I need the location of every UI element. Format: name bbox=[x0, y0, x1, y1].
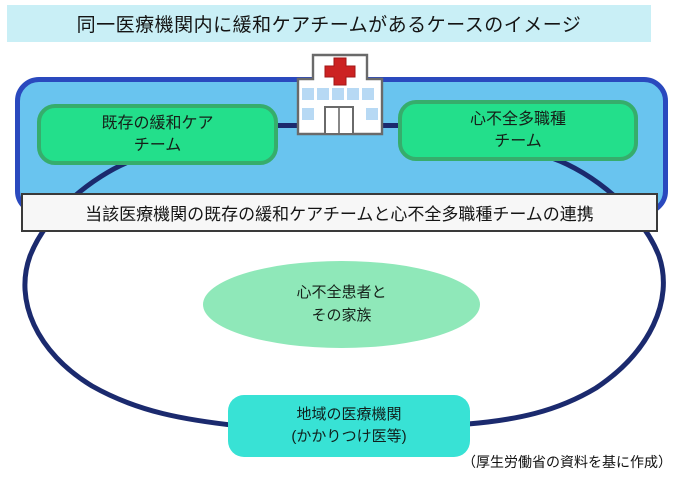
hospital-door bbox=[324, 106, 354, 135]
regional-institutions-box: 地域の医療機関 (かかりつけ医等) bbox=[228, 395, 470, 457]
palliative-care-team-label-line1: 既存の緩和ケア bbox=[101, 114, 214, 132]
hospital-icon bbox=[296, 53, 384, 136]
regional-institutions-label-line1: 地域の医療機関 bbox=[296, 405, 402, 423]
diagram-title-banner: 同一医療機関内に緩和ケアチームがあるケースのイメージ bbox=[7, 5, 651, 42]
hospital-windows-row1 bbox=[302, 88, 374, 100]
patient-family-label-line2: その家族 bbox=[311, 306, 372, 324]
red-cross-icon bbox=[324, 57, 356, 86]
heart-failure-team-label-line1: 心不全多職種 bbox=[469, 110, 566, 128]
patient-family-ellipse: 心不全患者と その家族 bbox=[203, 261, 480, 348]
palliative-care-team-label-line2: チーム bbox=[133, 136, 182, 154]
source-credit-text: （厚生労働省の資料を基に作成） bbox=[462, 454, 672, 470]
hospital-windows-row2 bbox=[302, 108, 378, 120]
palliative-care-team-box: 既存の緩和ケア チーム bbox=[37, 104, 278, 165]
regional-institutions-label-line2: (かかりつけ医等) bbox=[291, 428, 407, 445]
diagram-title: 同一医療機関内に緩和ケアチームがあるケースのイメージ bbox=[76, 15, 582, 36]
collaboration-banner: 当該医療機関の既存の緩和ケアチームと心不全多職種チームの連携 bbox=[21, 193, 658, 232]
source-credit: （厚生労働省の資料を基に作成） bbox=[462, 452, 672, 472]
patient-family-label-line1: 心不全患者と bbox=[296, 284, 387, 301]
heart-failure-team-label-line2: チーム bbox=[494, 132, 542, 150]
collaboration-banner-text: 当該医療機関の既存の緩和ケアチームと心不全多職種チームの連携 bbox=[85, 205, 594, 224]
heart-failure-team-box: 心不全多職種 チーム bbox=[398, 100, 638, 161]
